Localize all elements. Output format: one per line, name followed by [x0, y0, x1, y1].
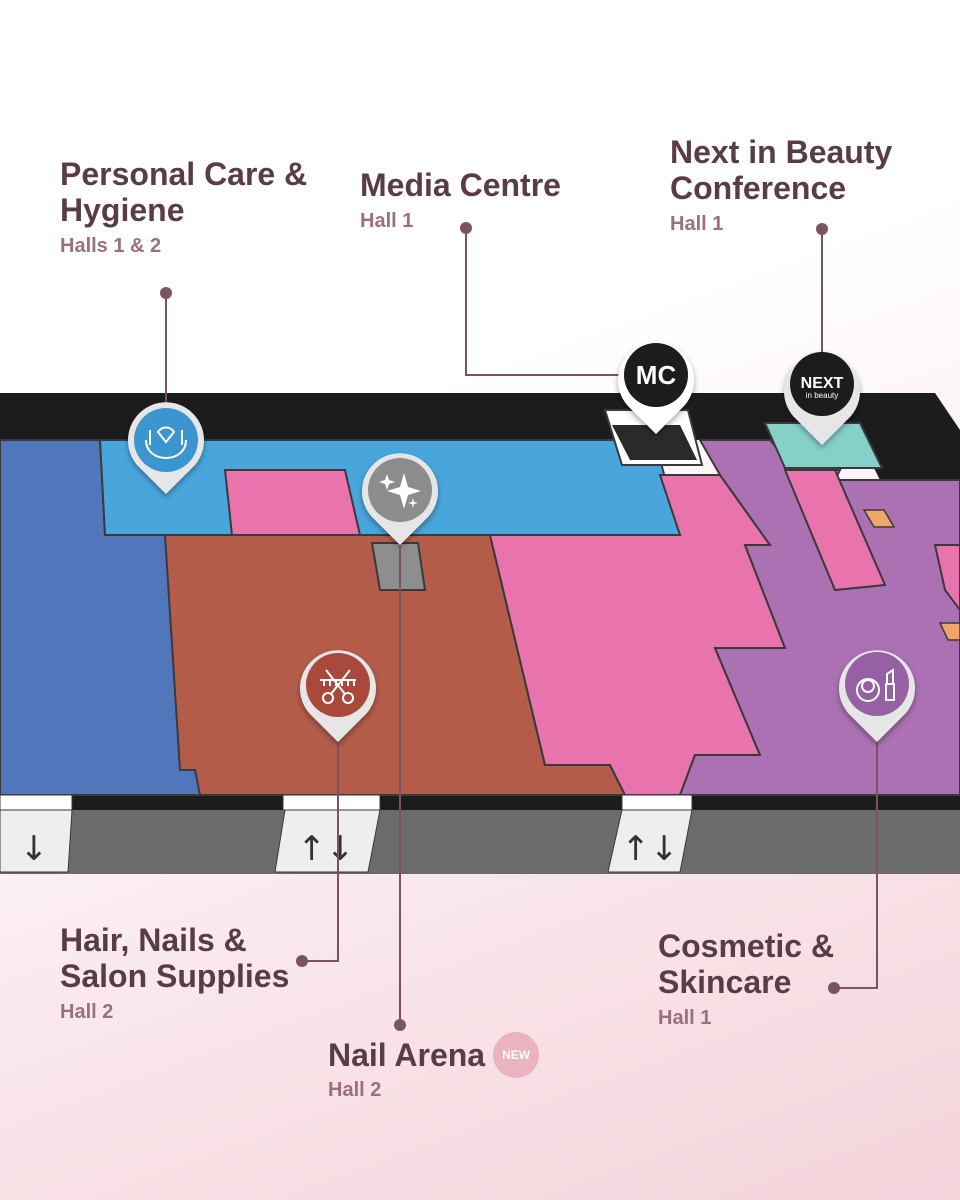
back-wall — [0, 393, 960, 480]
hair-nails-title-2: Salon Supplies — [60, 958, 290, 994]
next-in-beauty-title-1: Next in Beauty — [670, 134, 893, 170]
stairs-2[interactable]: ↑↓ — [274, 794, 381, 873]
zone-pink-small — [223, 469, 362, 536]
stairs-1[interactable]: ↓ — [0, 794, 73, 873]
next-in-beauty-hall: Hall 1 — [670, 213, 724, 235]
mc-text: MC — [636, 360, 677, 390]
personal-care-title-2: Hygiene — [60, 192, 185, 228]
stairs-1-arrow: ↓ — [20, 829, 49, 869]
cosmetic-title-2: Skincare — [658, 964, 792, 1000]
nail-arena-title: Nail Arena — [328, 1037, 486, 1073]
leader-dots — [160, 222, 840, 1031]
next-logo-text: NEXT — [801, 375, 844, 392]
personal-care-title-1: Personal Care & — [60, 156, 308, 192]
hands-icon — [145, 426, 187, 460]
scissors-comb-icon — [320, 669, 356, 704]
next-in-beauty-title-2: Conference — [670, 170, 847, 206]
hair-nails-title-1: Hair, Nails & — [60, 922, 247, 958]
leader-lines — [165, 228, 878, 1025]
cosmetic-pin[interactable] — [839, 650, 915, 742]
new-badge: NEW — [493, 1032, 540, 1078]
makeup-icon — [856, 668, 895, 702]
media-centre-pin[interactable]: MC — [618, 342, 694, 434]
media-centre-booth — [612, 425, 697, 460]
label-personal-care: Personal Care & Hygiene Halls 1 & 2 — [60, 156, 307, 258]
hair-nails-hall: Hall 2 — [60, 1001, 114, 1023]
walkway-edge — [0, 792, 960, 810]
zone-pink-right — [783, 469, 887, 592]
label-next-in-beauty: Next in Beauty Conference Hall 1 — [670, 134, 892, 236]
stairs-3[interactable]: ↑↓ — [607, 794, 693, 873]
personal-care-pin[interactable] — [128, 402, 204, 494]
personal-care-hall: Halls 1 & 2 — [60, 235, 162, 257]
media-centre-title: Media Centre — [360, 167, 561, 203]
zone-nail-arena — [370, 542, 427, 591]
cosmetic-title-1: Cosmetic & — [658, 928, 835, 964]
label-media-centre: Media Centre Hall 1 — [360, 167, 561, 233]
stairs-2-arrows: ↑↓ — [298, 829, 355, 869]
cosmetic-hall: Hall 1 — [658, 1007, 712, 1029]
zone-pink-edge — [933, 544, 960, 612]
label-hair-nails: Hair, Nails & Salon Supplies Hall 2 — [60, 922, 289, 1024]
booth-orange-2 — [938, 622, 960, 641]
hair-salon-pin[interactable] — [300, 650, 376, 742]
nail-arena-pin[interactable] — [361, 453, 438, 545]
booth-orange-1 — [862, 509, 896, 528]
next-logo-subtext: in beauty — [806, 391, 838, 400]
sparkle-icon — [379, 473, 421, 509]
next-in-beauty-pin[interactable]: NEXT in beauty — [784, 352, 861, 445]
label-cosmetic: Cosmetic & Skincare Hall 1 — [658, 928, 834, 1030]
nail-arena-hall: Hall 2 — [328, 1079, 382, 1101]
media-centre-hall: Hall 1 — [360, 210, 414, 232]
stairs-3-arrows: ↑↓ — [622, 829, 679, 869]
